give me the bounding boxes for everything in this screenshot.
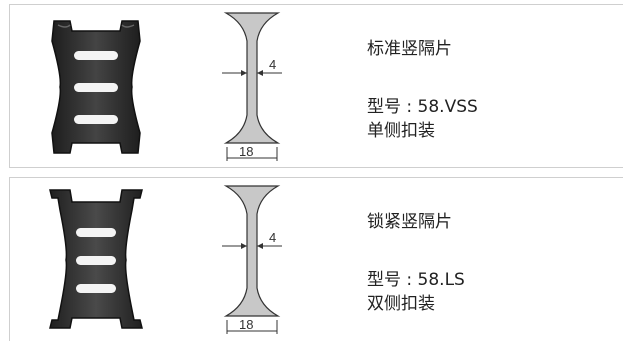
standard-separator-photo xyxy=(51,20,141,154)
product-model: 型号 : 58.VSS xyxy=(367,97,478,117)
product-name: 标准竖隔片 xyxy=(367,39,452,59)
i-profile-drawing: 4 18 xyxy=(222,185,282,334)
product-card-locking-separator: 4 18 锁紧竖隔片 型号 : 58.LS 双侧扣装 xyxy=(9,177,623,341)
width-dimension: 18 xyxy=(239,144,253,159)
mounting-type: 双侧扣装 xyxy=(367,294,435,314)
i-profile-drawing: 4 18 xyxy=(222,12,282,161)
product-model: 型号 : 58.LS xyxy=(367,270,465,290)
product-name: 锁紧竖隔片 xyxy=(367,212,452,232)
mounting-type: 单侧扣装 xyxy=(367,121,435,141)
width-dimension: 18 xyxy=(239,317,253,332)
thickness-dimension: 4 xyxy=(269,57,276,72)
locking-separator-photo xyxy=(49,189,143,329)
thickness-dimension: 4 xyxy=(269,230,276,245)
product-card-standard-separator: 4 18 标准竖隔片 型号 : 58.VSS 单侧扣装 xyxy=(9,4,623,168)
